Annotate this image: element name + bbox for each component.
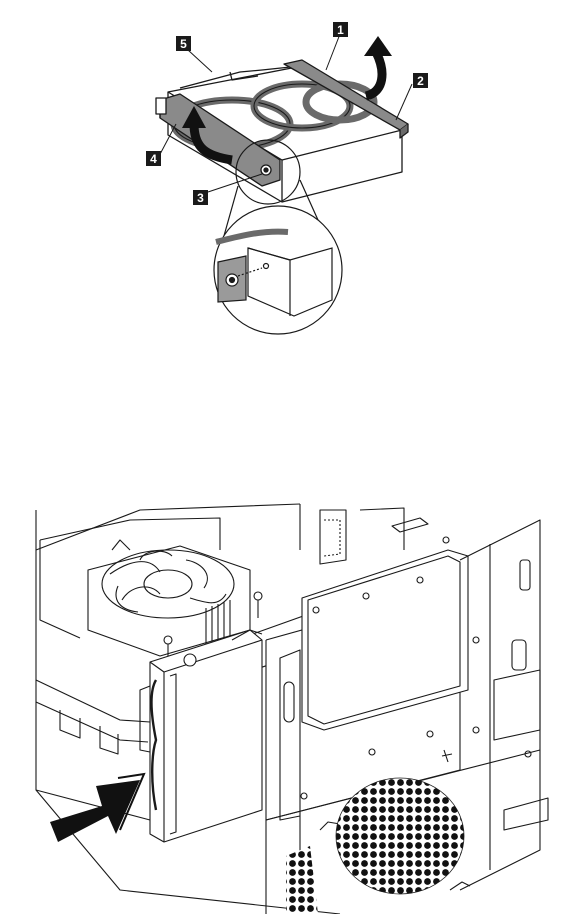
callout-4: 4 [146,151,161,166]
svg-text:1: 1 [337,23,344,37]
insert-arrow-icon [50,774,144,842]
callout-1: 1 [333,22,348,37]
callout-2: 2 [413,73,428,88]
callout-5: 5 [176,36,191,51]
svg-text:4: 4 [150,152,157,166]
chassis-svg [0,490,577,914]
drive-bracket [150,630,262,842]
svg-text:2: 2 [417,74,424,88]
bracket-illustration: 1 2 3 4 5 [0,0,577,360]
callout-3: 3 [193,190,208,205]
bracket-svg: 1 2 3 4 5 [0,0,577,360]
svg-text:5: 5 [180,37,187,51]
chassis-illustration [0,490,577,914]
curved-arrow-icon [364,36,392,96]
svg-text:3: 3 [197,191,204,205]
